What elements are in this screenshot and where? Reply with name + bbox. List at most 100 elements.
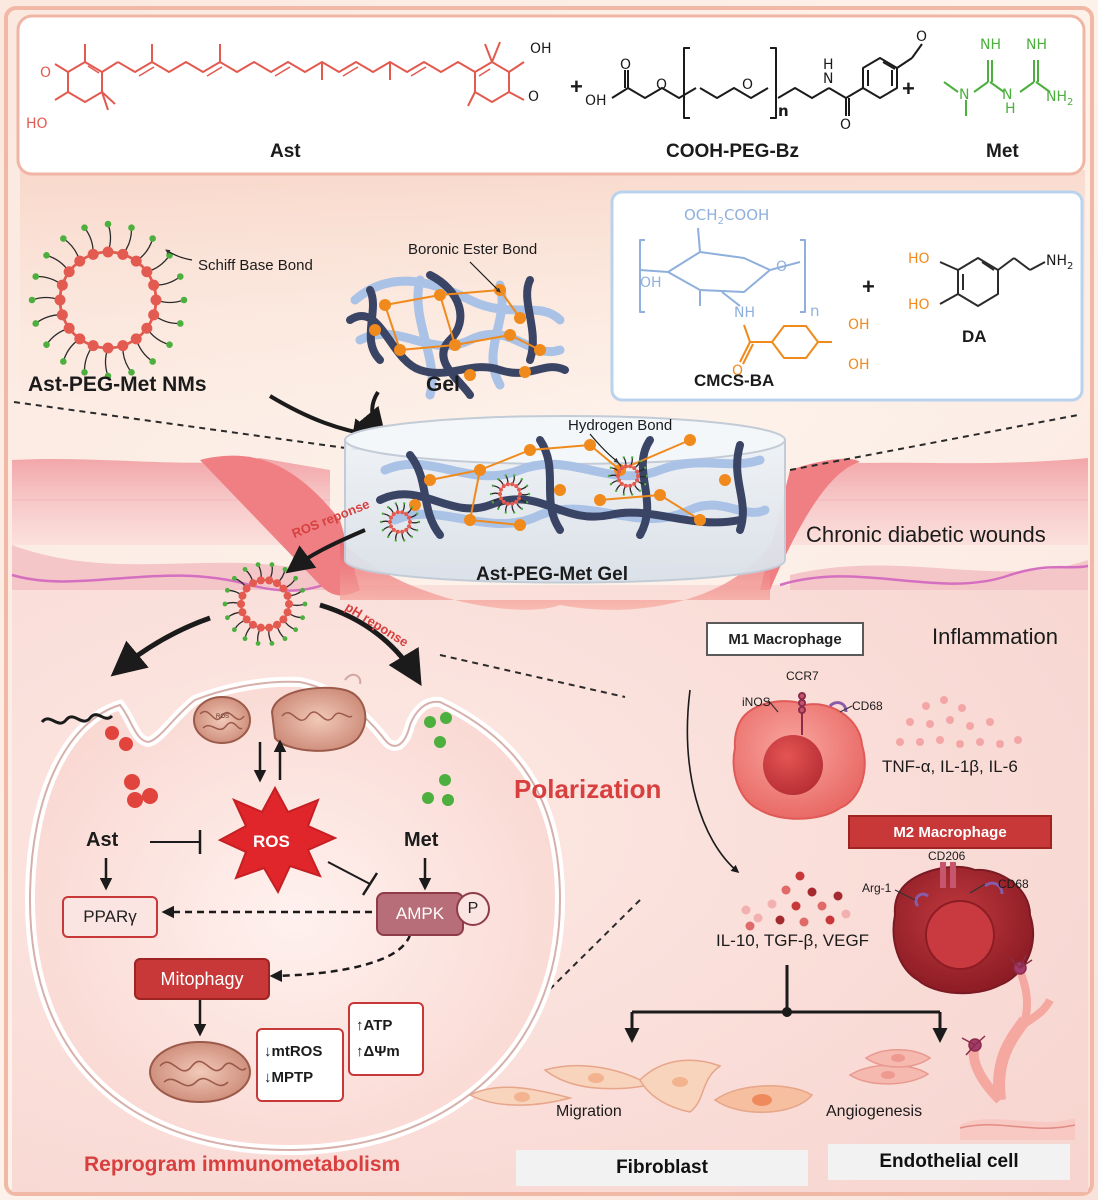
micelle-ast-bead	[150, 294, 162, 306]
m1-title-box: M1 Macrophage	[706, 622, 864, 656]
fibroblast-label: Fibroblast	[616, 1157, 708, 1178]
micelle-ast-bead	[256, 623, 265, 632]
micelle-met-bead	[222, 601, 228, 607]
micelle-met-bead	[643, 466, 647, 469]
ast-ho-left: HO	[26, 116, 48, 132]
micelle-met-bead	[496, 477, 500, 481]
met-nh-1: NH	[980, 37, 1001, 53]
gel-label: Gel	[426, 373, 460, 396]
schiff-base-label: Schiff Base Bond	[198, 257, 313, 274]
micelle-ast-bead	[628, 464, 633, 469]
micelle-ast-bead	[498, 492, 502, 496]
ccr7-label: CCR7	[786, 669, 819, 683]
hydrogen-pointer	[589, 433, 619, 463]
micelle-met-bead	[300, 587, 305, 593]
micelle-met-bead	[403, 502, 406, 505]
mitophagy-box: Mitophagy	[134, 958, 270, 1000]
micelle-ast-bead	[242, 615, 251, 624]
micelle-ast-bead	[501, 499, 506, 504]
micelle-ast-bead	[54, 294, 66, 306]
met-structure	[943, 60, 1051, 116]
micelle-met-bead	[622, 456, 625, 459]
cmcs-ba-label: CMCS-BA	[694, 371, 775, 390]
micelle-met-bead	[496, 507, 500, 511]
micelle-met-bead	[104, 220, 112, 228]
met-n-2: N	[1002, 87, 1013, 103]
micelle-met-bead	[491, 484, 495, 487]
micelle-ast-bead	[238, 608, 247, 617]
micelle-ast-bead	[63, 266, 75, 278]
micelle-ast-bead	[407, 515, 412, 520]
micelle-met-bead	[609, 466, 613, 469]
micelle-ast-bead	[148, 309, 160, 321]
micelle-met-bead	[81, 368, 88, 376]
micelle-ast-bead	[141, 266, 153, 278]
m2-receptors	[914, 862, 1004, 908]
m2-nucleus	[925, 900, 995, 970]
molecule-panel	[16, 14, 1086, 176]
micelle-ast-bead	[404, 527, 409, 532]
micelle-ast-bead	[148, 279, 160, 291]
micelle-met-bead	[520, 477, 524, 481]
peg-o-4: O	[840, 117, 852, 133]
endothelial-panel: Endothelial cell	[828, 1144, 1070, 1180]
peg-n: N	[823, 71, 834, 87]
m2-cytokine-dot	[745, 921, 755, 931]
angiogenesis-label: Angiogenesis	[826, 1103, 923, 1120]
da-ho-1: HO	[908, 251, 930, 267]
m2-cytokine-dots	[741, 871, 851, 931]
micelle-ast-bead	[400, 529, 405, 534]
tip-cells	[961, 954, 1033, 1056]
micelle-ast-bead	[283, 608, 292, 617]
micelle-met-bead	[410, 505, 414, 509]
micelle-ast-bead	[616, 478, 621, 483]
micelle-ast-bead	[616, 469, 621, 474]
migration-label: Migration	[556, 1103, 622, 1120]
met-nh2: NH2	[1046, 89, 1074, 108]
reprogram-label: Reprogram immunometabolism	[84, 1153, 401, 1176]
peg-o-2: O	[656, 77, 668, 93]
m1-cytokine-dot	[996, 740, 1004, 748]
cmcs-structure	[639, 227, 806, 313]
arrow-ros-response	[285, 528, 366, 574]
cell-ast-label: Ast	[86, 829, 119, 851]
mptp-label: ↓MPTP	[264, 1069, 314, 1086]
phospho-badge: P	[456, 892, 490, 926]
dpsi-label: ↑ΔΨm	[356, 1043, 400, 1060]
cmcs-oh: OH	[640, 275, 662, 291]
m2-cytokine-dot	[791, 901, 801, 911]
micelle-met-bead	[128, 224, 135, 232]
met-nh-2: NH	[1026, 37, 1047, 53]
micelle-ast-bead	[279, 584, 288, 593]
ast-squiggle	[40, 713, 114, 725]
micelle-ast-bead	[395, 510, 400, 515]
micelle-ast-bead	[117, 248, 129, 260]
m1-cytokine-dot	[976, 738, 984, 746]
mitochondrion-healthy	[193, 696, 251, 744]
endothelial-cells	[848, 968, 1076, 1140]
micelle-ast-bead	[102, 246, 114, 258]
m2-cytokine-dot	[741, 905, 751, 915]
m1-cytokines-label: TNF-α, IL-1β, IL-6	[882, 757, 1018, 776]
micelle-ast-bead	[249, 579, 257, 588]
micelle-met-bead	[293, 575, 299, 581]
peg-name: COOH-PEG-Bz	[666, 141, 799, 162]
micelle-ast-bead	[256, 576, 265, 585]
ast-oh-right: OH	[530, 41, 552, 57]
m1-cytokine-dot	[956, 740, 964, 748]
met-dots	[422, 712, 454, 806]
micelle-met-bead	[231, 627, 237, 633]
micelle-met-bead	[149, 358, 156, 365]
micelle-met-bead	[176, 273, 184, 280]
m1-cytokine-dot	[896, 738, 904, 746]
micelle-met-bead	[513, 511, 516, 514]
micelle-met-bead	[60, 235, 67, 242]
micelle-met-bead	[269, 640, 275, 646]
m1-cytokine-dot	[940, 696, 948, 704]
m1-cytokine-dots	[896, 696, 1022, 748]
ros-burst	[217, 785, 338, 895]
micelle-ast-bead	[130, 333, 142, 345]
micelle-ast-bead	[285, 600, 293, 608]
